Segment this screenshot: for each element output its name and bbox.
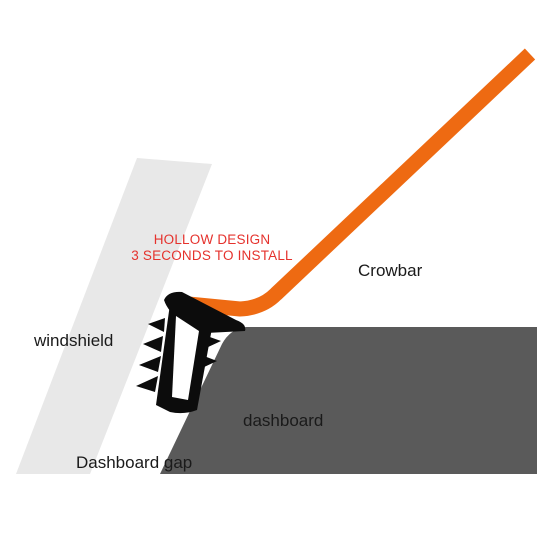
seal-fin-4 <box>136 376 158 392</box>
seal-fin-6 <box>202 356 217 368</box>
callout-line-1: HOLLOW DESIGN <box>153 232 271 247</box>
seal-fin-1 <box>148 318 165 332</box>
crowbar-label: Crowbar <box>358 261 423 280</box>
seal-top-lip <box>164 291 246 333</box>
seal-fin-5 <box>206 336 221 348</box>
seal-fin-3 <box>139 356 161 372</box>
windshield-glass <box>16 158 212 474</box>
dashboard-label: dashboard <box>243 411 324 430</box>
crowbar-tool <box>177 48 536 317</box>
dashboard-gap-label: Dashboard gap <box>76 453 193 472</box>
callout-line-2: 3 SECONDS TO INSTALL <box>131 248 293 263</box>
dashboard-body <box>160 327 537 474</box>
windshield-label: windshield <box>34 331 114 350</box>
hollow-design-callout: HOLLOW DESIGN 3 SECONDS TO INSTALL <box>118 232 306 264</box>
hollow-seal-strip <box>136 291 246 414</box>
seal-fin-2 <box>143 336 163 352</box>
seal-hollow-core <box>172 316 199 400</box>
